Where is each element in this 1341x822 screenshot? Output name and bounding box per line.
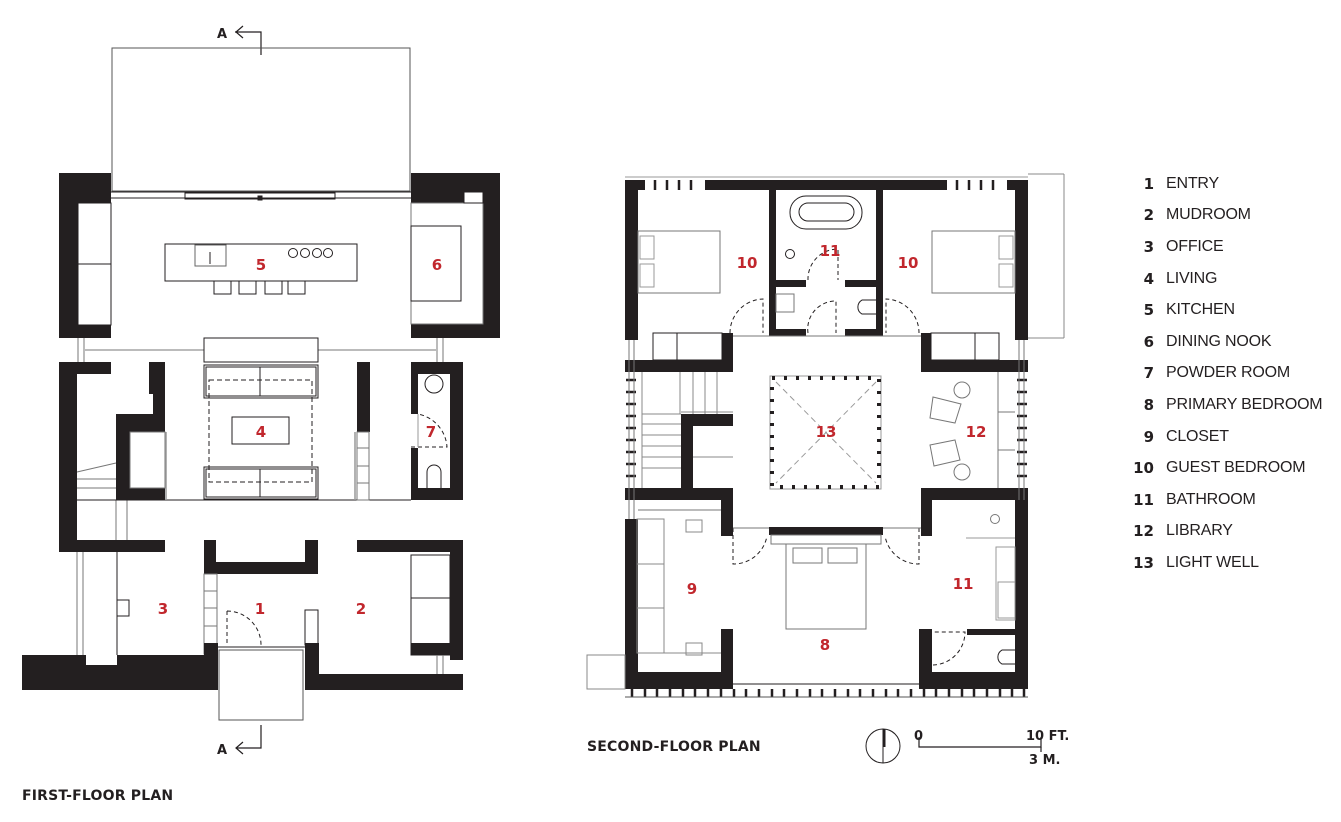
first-floor-plan: A — [22, 25, 500, 758]
legend-room-name: DINING NOOK — [1166, 332, 1272, 350]
bed-guest-east — [931, 230, 1016, 294]
room-label-guest-bedroom-east: 10 — [898, 254, 919, 272]
coffee-table — [231, 416, 290, 445]
legend-item: 7 POWDER ROOM — [1126, 358, 1322, 390]
sofa-south — [203, 466, 319, 500]
legend-item: 5 KITCHEN — [1126, 294, 1322, 326]
legend-number: 1 — [1143, 174, 1154, 193]
room-label-bathroom-south: 11 — [953, 575, 974, 593]
legend-item: 3 OFFICE — [1126, 231, 1322, 263]
first-floor-room-numbers: 1 2 3 4 5 6 7 — [158, 256, 442, 618]
legend-number: 2 — [1143, 206, 1154, 225]
second-floor-room-numbers: 8 9 10 10 11 11 12 13 — [687, 242, 987, 654]
legend-item: 6 DINING NOOK — [1126, 326, 1322, 358]
room-label-primary-bedroom: 8 — [820, 636, 830, 654]
north-arrow — [865, 728, 901, 764]
legend-item: 9 CLOSET — [1126, 421, 1322, 453]
legend-number: 8 — [1143, 395, 1154, 414]
legend-number: 11 — [1133, 490, 1154, 509]
legend-number: 13 — [1133, 553, 1154, 572]
deck-outline — [111, 47, 411, 192]
legend-room-name: OFFICE — [1166, 237, 1224, 255]
legend-number: 9 — [1143, 427, 1154, 446]
legend-room-name: KITCHEN — [1166, 301, 1235, 319]
legend-room-name: LIBRARY — [1166, 522, 1233, 540]
legend-number: 4 — [1143, 269, 1154, 288]
powder-sink — [424, 374, 444, 394]
legend-number: 3 — [1143, 237, 1154, 256]
legend-number: 12 — [1133, 522, 1154, 541]
first-floor-plan-title: FIRST-FLOOR PLAN — [22, 788, 174, 804]
kitchen-island — [164, 243, 358, 282]
room-label-library: 12 — [966, 423, 987, 441]
room-label-guest-bedroom-west: 10 — [737, 254, 758, 272]
second-floor-walls — [625, 180, 1028, 689]
section-marker-top: A — [217, 25, 262, 55]
legend-room-name: POWDER ROOM — [1166, 364, 1291, 382]
scale-zero: 0 — [914, 729, 923, 744]
legend-item: 8 PRIMARY BEDROOM — [1126, 389, 1323, 421]
entry-stoop — [218, 649, 304, 721]
room-label-powder-room: 7 — [426, 423, 436, 441]
rug — [208, 379, 313, 483]
legend-item: 1 ENTRY — [1126, 168, 1322, 200]
library-furniture — [929, 372, 1015, 488]
closet-furniture — [636, 518, 721, 656]
room-label-office: 3 — [158, 600, 168, 618]
room-label-mudroom: 2 — [356, 600, 366, 618]
legend-item: 12 LIBRARY — [1126, 516, 1322, 548]
legend-room-name: BATHROOM — [1166, 490, 1256, 508]
room-label-living: 4 — [256, 423, 266, 441]
room-label-closet: 9 — [687, 580, 697, 598]
sofa-north — [203, 364, 319, 399]
kitchen-walls — [59, 173, 500, 338]
legend-number: 6 — [1143, 332, 1154, 351]
legend-room-name: GUEST BEDROOM — [1166, 459, 1306, 477]
south-walls — [22, 643, 463, 690]
second-floor-stair — [641, 372, 733, 488]
legend-item: 13 LIGHT WELL — [1126, 547, 1322, 579]
legend-number: 7 — [1143, 364, 1154, 383]
powder-toilet — [426, 464, 442, 488]
room-legend: 1 ENTRY 2 MUDROOM 3 OFFICE 4 LIVING 5 KITCHEN… — [1126, 168, 1323, 579]
room-label-light-well: 13 — [816, 423, 837, 441]
room-label-entry: 1 — [255, 600, 265, 618]
bed-guest-west — [637, 230, 721, 294]
light-well — [769, 375, 882, 490]
room-label-bathroom-north: 11 — [820, 242, 841, 260]
section-marker-bottom: A — [217, 725, 262, 758]
room-label-dining-nook: 6 — [432, 256, 442, 274]
legend-number: 10 — [1133, 459, 1154, 478]
second-floor-plan-title: SECOND-FLOOR PLAN — [587, 739, 761, 755]
legend-room-name: CLOSET — [1166, 427, 1229, 445]
legend-item: 10 GUEST BEDROOM — [1126, 452, 1322, 484]
scale-meters: 3 M. — [1029, 753, 1060, 768]
legend-room-name: MUDROOM — [1166, 206, 1251, 224]
legend-item: 4 LIVING — [1126, 263, 1322, 295]
legend-item: 2 MUDROOM — [1126, 200, 1322, 232]
section-marker-top-label: A — [217, 27, 227, 42]
legend-room-name: ENTRY — [1166, 174, 1219, 192]
bed-primary — [785, 543, 867, 630]
section-marker-bottom-label: A — [217, 743, 227, 758]
dining-table — [410, 225, 462, 302]
room-label-kitchen: 5 — [256, 256, 266, 274]
legend-room-name: LIGHT WELL — [1166, 553, 1259, 571]
living-walls — [59, 362, 463, 660]
legend-number: 5 — [1143, 301, 1154, 320]
facade-fins — [626, 180, 1027, 697]
legend-room-name: PRIMARY BEDROOM — [1166, 395, 1323, 413]
scale-feet: 10 FT. — [1026, 729, 1069, 744]
second-floor-plan — [586, 173, 1065, 698]
bathtub — [789, 195, 863, 230]
legend-item: 11 BATHROOM — [1126, 484, 1322, 516]
legend-room-name: LIVING — [1166, 269, 1218, 287]
scale-bar: 0 10 FT. 3 M. — [914, 729, 1069, 768]
